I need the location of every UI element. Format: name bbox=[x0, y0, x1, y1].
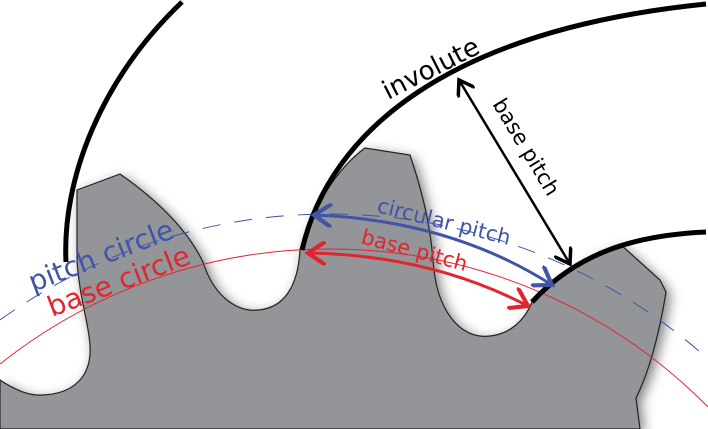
involute-curve-1 bbox=[63, 0, 184, 263]
base-pitch-arc-arrow bbox=[308, 253, 528, 306]
involute-curve-2 bbox=[299, 1, 707, 251]
pitch-circle bbox=[0, 213, 708, 360]
base-pitch-line-arrow bbox=[459, 80, 570, 264]
